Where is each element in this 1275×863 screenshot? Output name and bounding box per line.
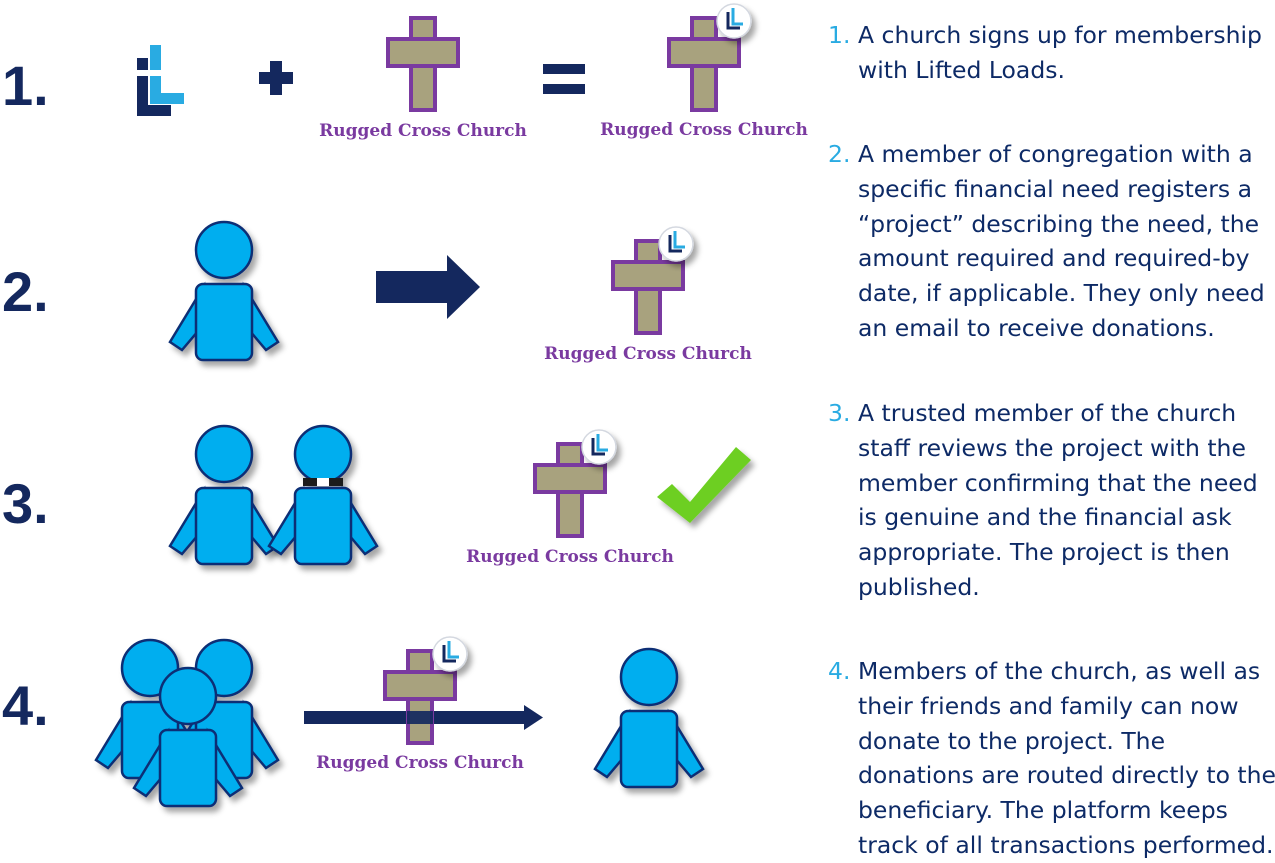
step-number: 1.: [828, 21, 851, 49]
step-text: A member of congregation with a specific…: [858, 140, 1265, 342]
plus-icon: [259, 61, 293, 95]
group-of-people-icon: [94, 638, 280, 808]
right-arrow-icon: [376, 255, 480, 319]
process-illustration: Rugged Cross Church Rugged Cross Church …: [94, 0, 808, 808]
step-number: 4.: [828, 657, 851, 685]
row-number-3: 3.: [2, 472, 49, 535]
lifted-loads-badge-icon: [659, 227, 693, 261]
step-text: A church signs up for membership with Li…: [858, 21, 1262, 84]
clergy-person-icon: [267, 424, 379, 566]
person-icon: [168, 424, 280, 566]
row-number-2: 2.: [2, 260, 49, 323]
church-label: Rugged Cross Church: [544, 344, 752, 364]
lifted-loads-badge-icon: [433, 637, 467, 671]
church-label: Rugged Cross Church: [316, 753, 524, 773]
person-icon: [593, 647, 705, 789]
equals-icon: [543, 64, 585, 94]
lifted-loads-badge-icon: [582, 430, 616, 464]
church-label: Rugged Cross Church: [319, 121, 527, 141]
step-text: Members of the church, as well as their …: [858, 657, 1275, 859]
row-number-4: 4.: [2, 674, 49, 737]
lifted-loads-badge-icon: [717, 4, 751, 38]
lifted-loads-logo-icon: [137, 45, 184, 116]
step-text: A trusted member of the church staff rev…: [858, 399, 1258, 601]
checkmark-icon: [657, 447, 751, 523]
step-number: 2.: [828, 140, 851, 168]
person-icon: [168, 220, 280, 362]
church-label: Rugged Cross Church: [600, 120, 808, 140]
cross-icon: [386, 16, 460, 112]
church-label: Rugged Cross Church: [466, 547, 674, 567]
step-number: 3.: [828, 399, 851, 427]
row-number-1: 1.: [2, 54, 49, 117]
